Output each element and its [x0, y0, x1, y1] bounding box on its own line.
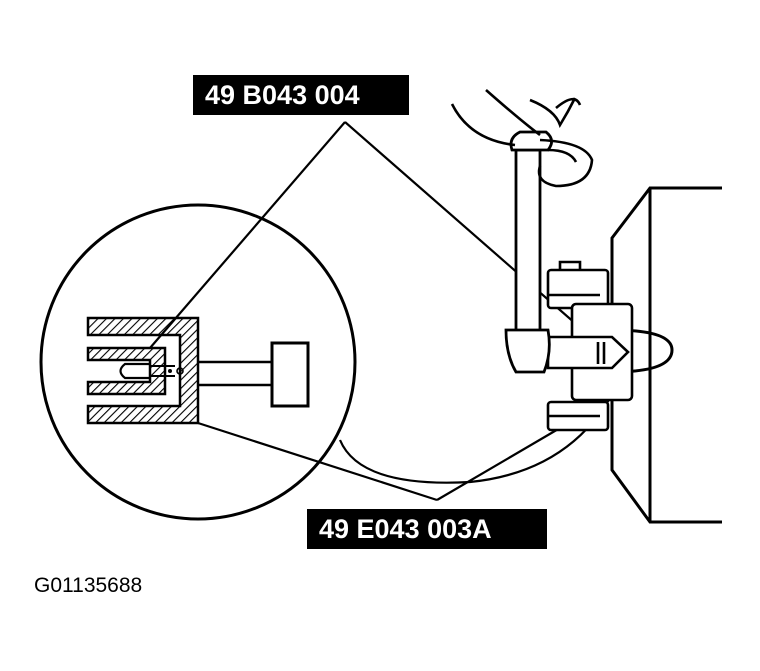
detail-sleeve-cross-section: [86, 316, 200, 425]
hand-grip: [450, 89, 594, 188]
figure-id-label: G01135688: [34, 574, 143, 597]
detail-magnifier-circle: [39, 203, 357, 521]
extension-tool: [546, 335, 630, 370]
part-number-callout-top: 49 B043 004: [193, 75, 409, 115]
part-number-callout-bottom: 49 E043 003A: [307, 509, 547, 549]
wrench-handle: [504, 130, 553, 374]
detail-spindle-and-knob: [198, 341, 310, 408]
callout-leader-lines: [149, 121, 632, 502]
